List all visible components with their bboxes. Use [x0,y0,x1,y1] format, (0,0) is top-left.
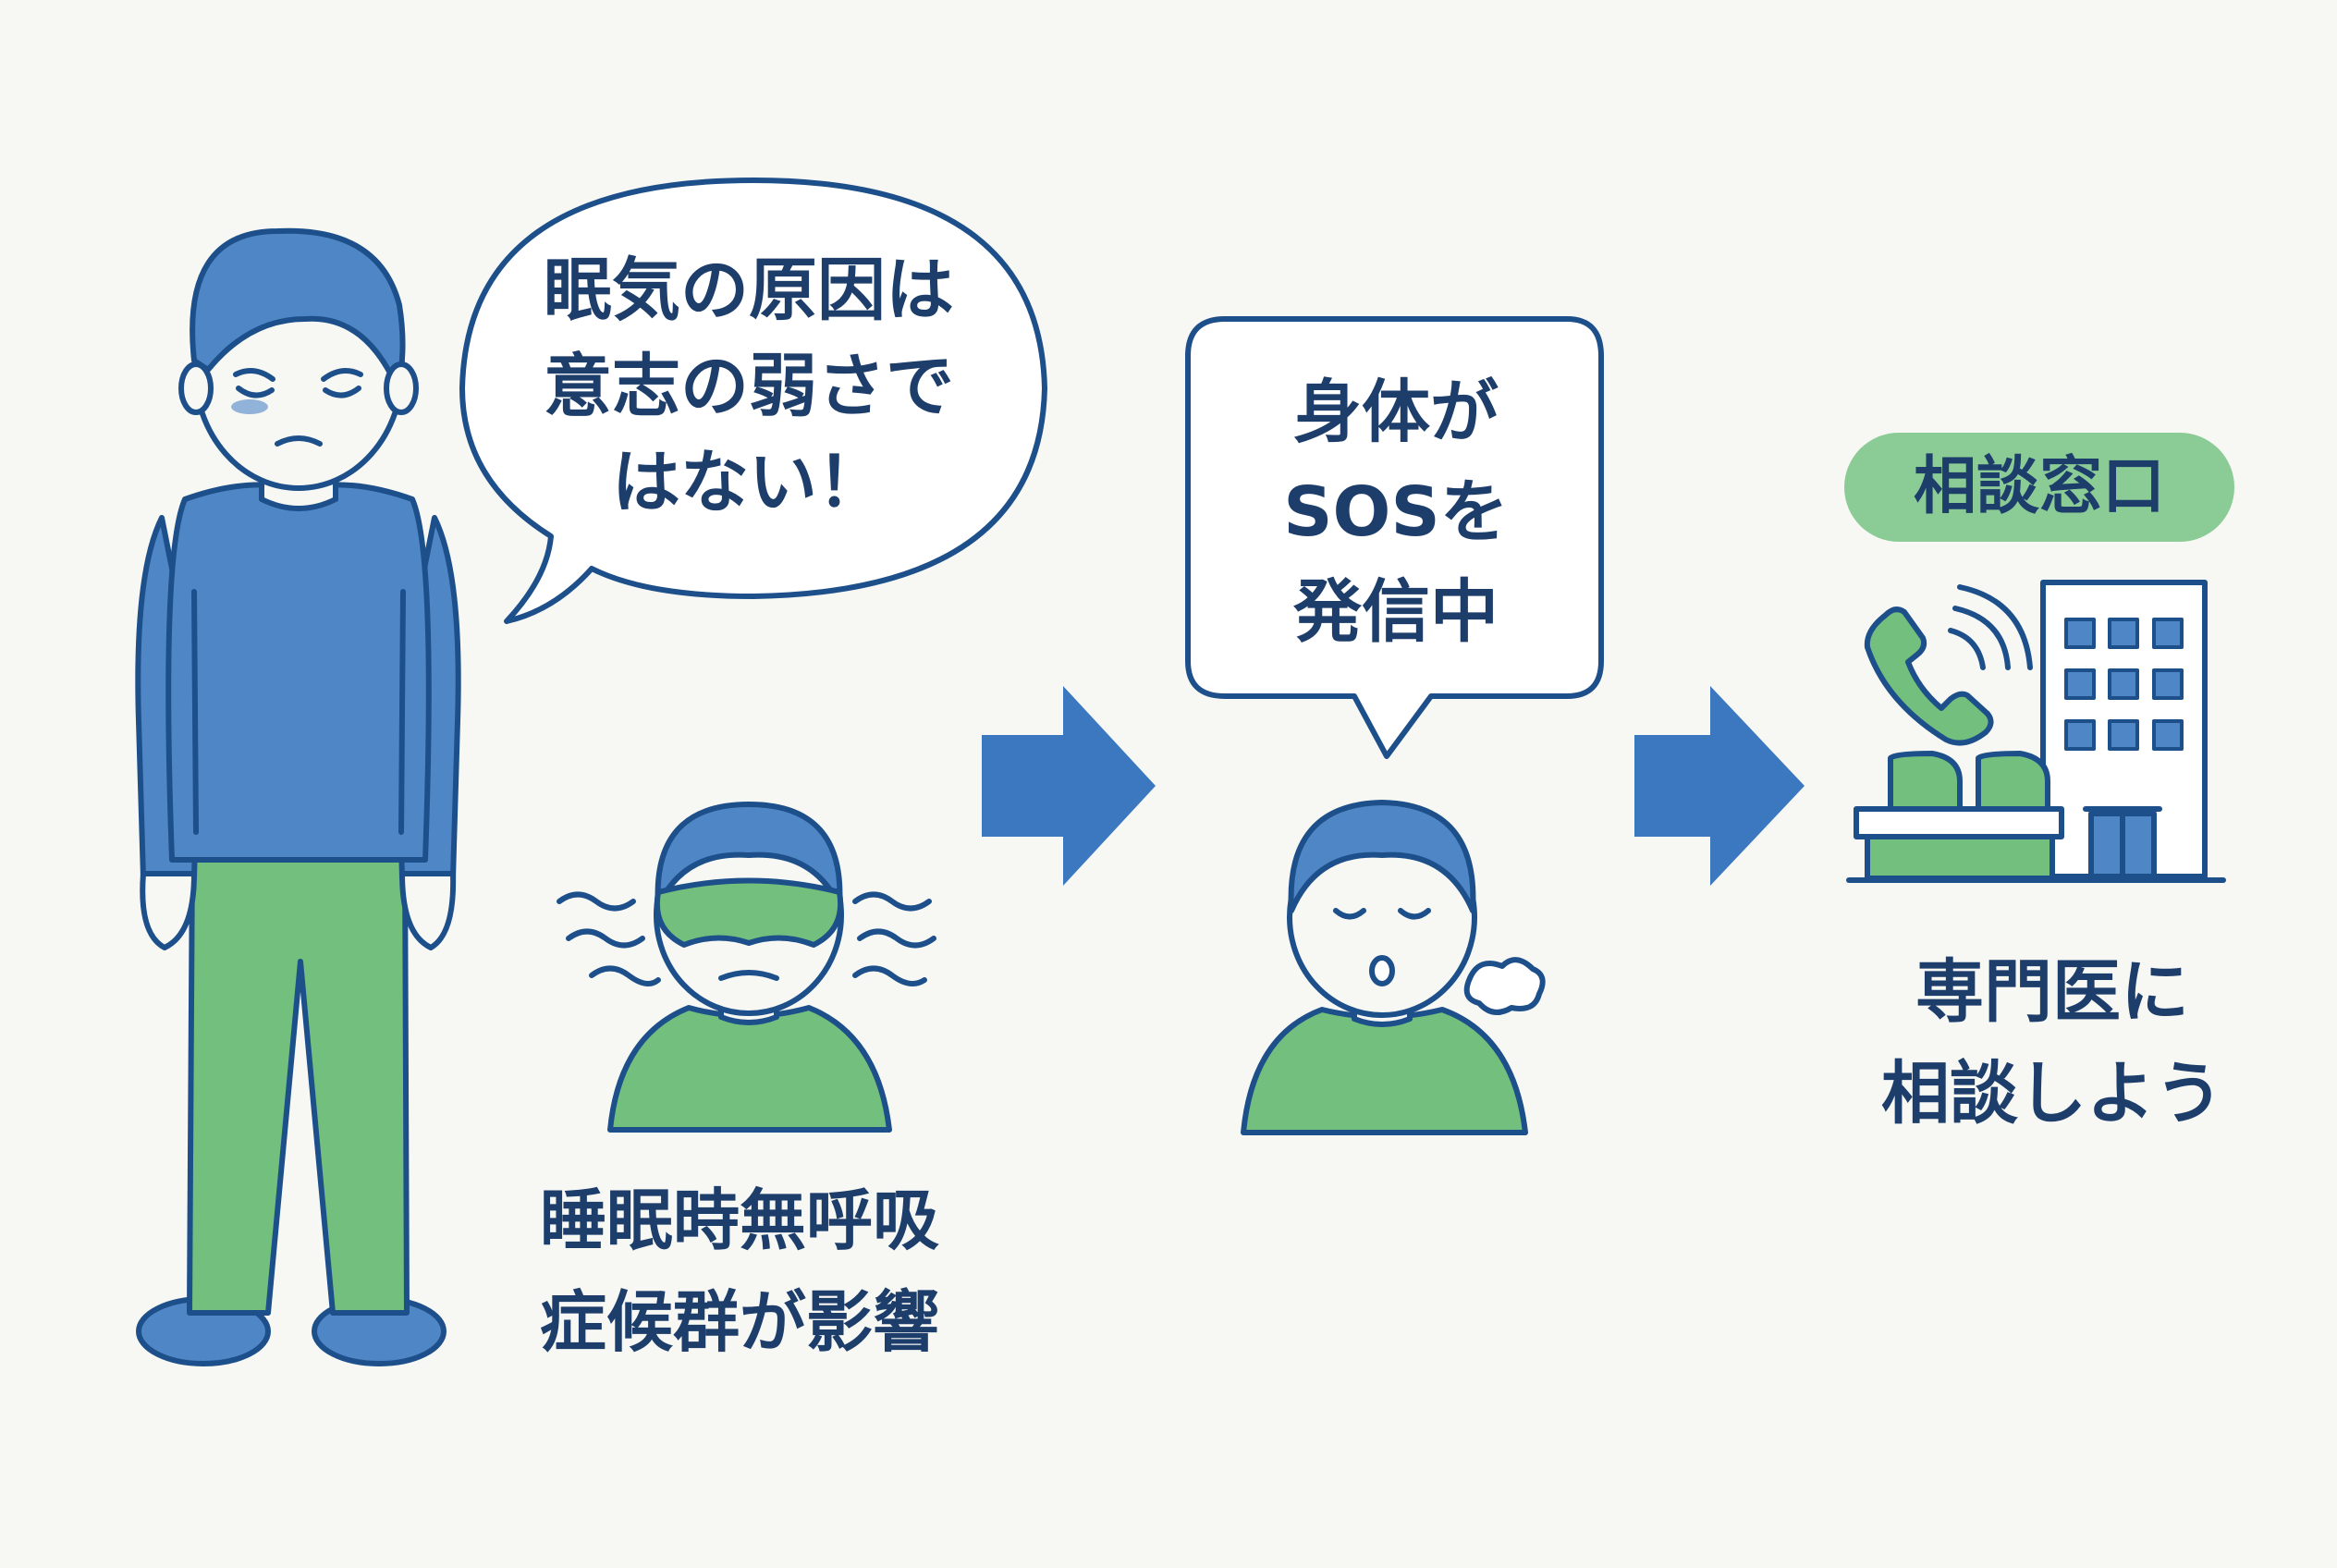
speech-bubble-1-line-3: はない！ [612,443,886,522]
speech-bubble-2-line-3: 発信中 [1293,572,1499,652]
consult-specialist-caption-line-2: 相談しよう [1881,1054,2223,1133]
speech-bubble-2-shape [1185,316,1604,759]
tired-man-figure [135,227,461,1366]
breathing-child-figure [1241,800,1546,1135]
speech-bubble-1-line-1: 眠気の原因は [544,251,954,330]
speech-bubble-2-text: 身体が SOSを 発信中 [1193,362,1599,662]
sleeping-child-figure [557,802,936,1133]
consult-specialist-caption-line-1: 専門医に [1915,952,2189,1032]
speech-bubble-2-line-1: 身体が [1293,373,1499,452]
speech-bubble-1-text: 眠気の原因は 意志の弱さで はない！ [499,242,998,531]
sleep-apnea-caption: 睡眠時無呼吸 症候群が影響 [462,1170,1017,1373]
speech-bubble-1-line-2: 意志の弱さで [544,347,954,426]
speech-bubble-1-shape [459,178,1047,624]
sleep-apnea-caption-line-1: 睡眠時無呼吸 [539,1182,939,1259]
arrow-right-2-icon [1634,686,1805,886]
consult-specialist-caption: 専門医に 相談しよう [1803,941,2302,1145]
consult-badge: 相談窓口 [1844,433,2234,542]
consultation-office-illustration [1846,580,2226,883]
speech-bubble-2-line-2: SOSを [1283,472,1509,552]
arrow-right-1-icon [982,686,1156,886]
sleep-apnea-caption-line-2: 症候群が影響 [539,1283,939,1361]
